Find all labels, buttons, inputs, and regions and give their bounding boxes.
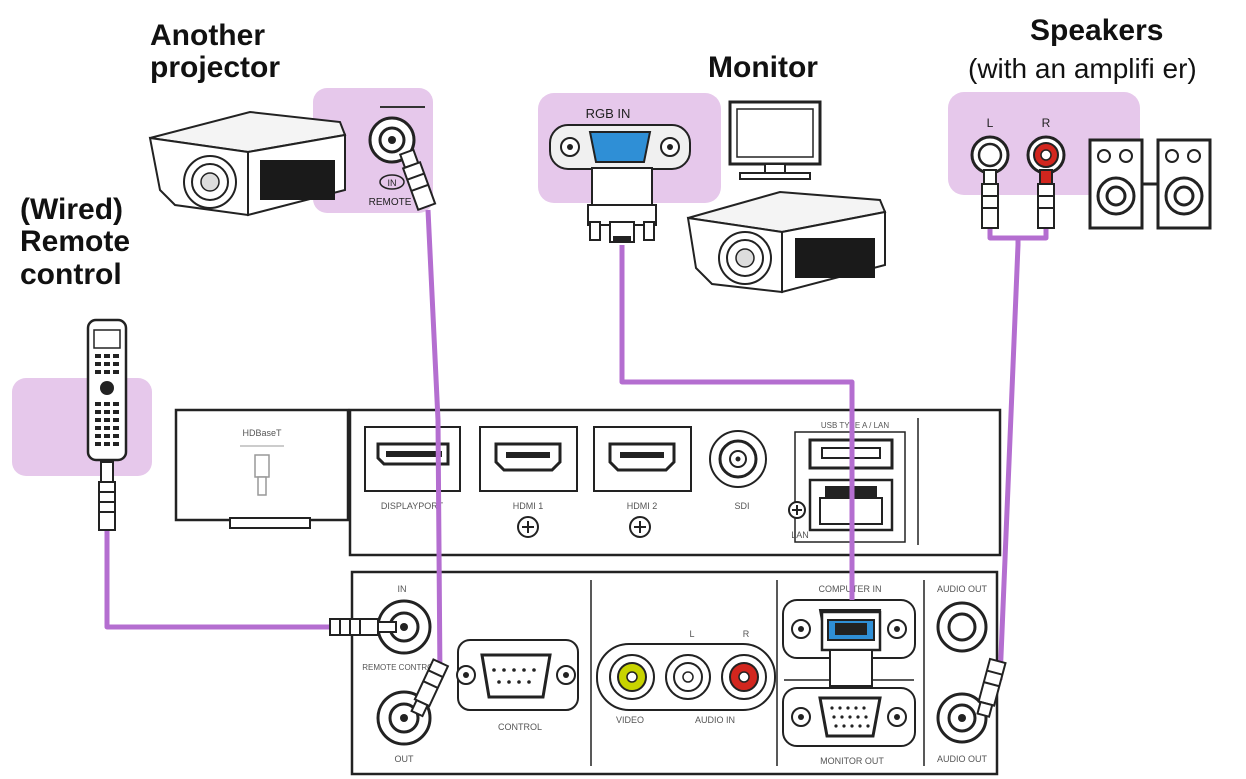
svg-text:AUDIO OUT: AUDIO OUT (937, 584, 988, 594)
another-projector-remote-jack: IN REMOTE (368, 106, 425, 208)
hdmi1-port: HDMI 1 (479, 426, 578, 538)
svg-text:R: R (743, 629, 750, 639)
audio-out-top-port: AUDIO OUT (936, 584, 988, 653)
sdi-port: SDI (709, 430, 767, 511)
svg-text:AUDIO OUT: AUDIO OUT (937, 754, 988, 764)
remote-control-highlight (12, 378, 152, 476)
video-audio-in-ports: L R VIDEO AUDIO IN (596, 629, 776, 725)
projector-in-label: IN (388, 178, 397, 188)
displayport-port: DISPLAYPORT (364, 426, 461, 511)
monitor-out-port: MONITOR OUT (782, 687, 916, 766)
svg-text:HDMI 2: HDMI 2 (627, 501, 658, 511)
this-projector (686, 190, 887, 294)
svg-text:LAN: LAN (791, 530, 809, 540)
svg-text:SDI: SDI (734, 501, 749, 511)
svg-text:L: L (689, 629, 694, 639)
svg-text:HDMI 1: HDMI 1 (513, 501, 544, 511)
plugs (98, 148, 1055, 718)
monitor-cable (619, 245, 855, 600)
another-projector-label: Another projector (150, 19, 281, 85)
svg-text:USB TYPE A / LAN: USB TYPE A / LAN (821, 421, 890, 430)
hdmi2-port: HDMI 2 (593, 426, 692, 538)
speaker-r-label: R (1042, 116, 1051, 130)
svg-text:AUDIO IN: AUDIO IN (695, 715, 735, 725)
remote-in-cable (104, 530, 330, 630)
projector-remote-label: REMOTE (369, 197, 412, 208)
remote-out-cable (425, 209, 443, 681)
rgb-in-label: RGB IN (586, 106, 631, 121)
svg-text:CONTROL: CONTROL (498, 722, 542, 732)
vga-plug-top (587, 167, 657, 243)
remote-control-in-port: IN REMOTE CONTROL (362, 584, 438, 672)
wired-remote-label: (Wired) Remote control (20, 193, 131, 291)
svg-text:OUT: OUT (395, 754, 415, 764)
hdbaset-port: HDBaseT (240, 428, 284, 496)
monitor-label: Monitor (708, 51, 818, 84)
wired-remote-device (86, 318, 128, 462)
monitor-rgb-in-connector: RGB IN (549, 106, 691, 170)
usb-lan-port: USB TYPE A / LAN LAN (788, 421, 906, 543)
svg-text:IN: IN (398, 584, 407, 594)
svg-text:REMOTE CONTROL: REMOTE CONTROL (362, 663, 438, 672)
cables (104, 209, 1049, 681)
speakers-note-label: (with an amplifi er) (968, 53, 1197, 84)
speakers-label: Speakers (1030, 14, 1164, 47)
svg-text:VIDEO: VIDEO (616, 715, 644, 725)
speaker-icon-right (1156, 138, 1212, 230)
speaker-icon-left (1088, 138, 1144, 230)
audio-cable (987, 228, 1049, 681)
svg-text:MONITOR OUT: MONITOR OUT (820, 756, 884, 766)
another-projector (148, 110, 347, 217)
monitor-icon (728, 100, 822, 180)
audio-out-port: AUDIO OUT (936, 692, 988, 764)
control-port: CONTROL (456, 639, 579, 732)
speaker-l-label: L (987, 116, 994, 130)
svg-text:DISPLAYPORT: DISPLAYPORT (381, 501, 444, 511)
svg-text:HDBaseT: HDBaseT (242, 428, 282, 438)
